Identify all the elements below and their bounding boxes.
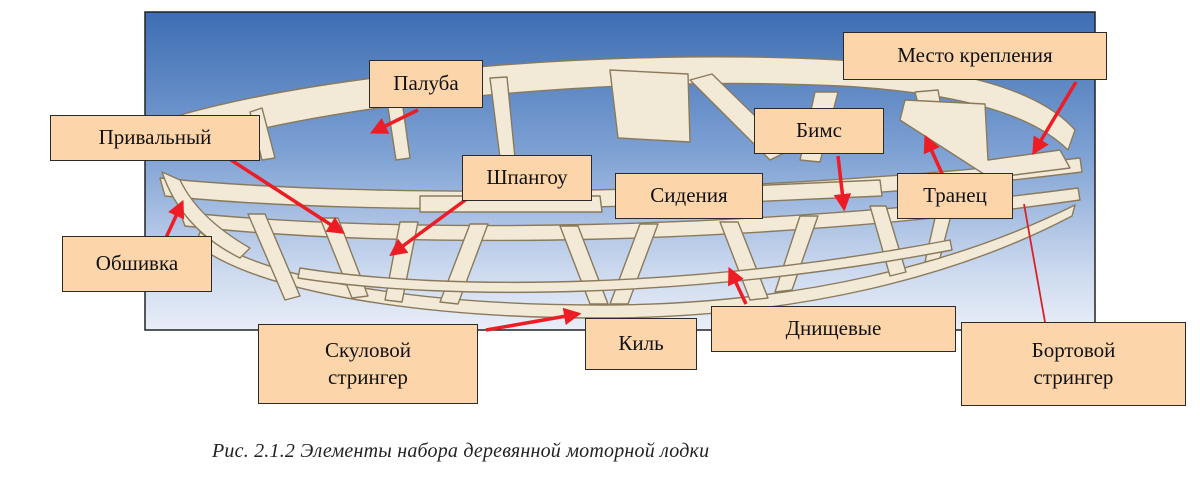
line-bortovoy (1023, 203, 1046, 323)
label-mesto-krepleniya: Место крепления (843, 32, 1107, 80)
label-obshivka: Обшивка (62, 236, 212, 292)
label-shpangou: Шпангоу (462, 155, 592, 201)
label-paluba: Палуба (369, 60, 483, 108)
label-privalny: Привальный (50, 115, 260, 161)
annotation-arrows (162, 81, 1078, 332)
arrow-privalny (227, 156, 345, 234)
label-tranets: Транец (897, 173, 1013, 219)
label-bortovoy-stringer: Бортовой стрингер (961, 322, 1186, 406)
figure-caption: Рис. 2.1.2 Элементы набора деревянной мо… (212, 440, 710, 462)
arrow-tranets (923, 134, 946, 179)
arrow-mesto (1032, 81, 1078, 156)
label-dnischevye: Днищевые (711, 306, 956, 352)
arrow-obshivka (162, 199, 185, 243)
label-bims: Бимс (754, 108, 884, 154)
label-sideniya: Сидения (615, 173, 763, 219)
arrow-skulovoy (485, 307, 582, 332)
arrow-shpangou (389, 196, 470, 257)
label-skulovoy-stringer: Скуловой стрингер (258, 324, 478, 404)
label-kil: Киль (585, 318, 697, 370)
arrow-bims (833, 155, 852, 212)
arrow-paluba (369, 108, 419, 134)
arrow-dnischevye (728, 266, 748, 305)
